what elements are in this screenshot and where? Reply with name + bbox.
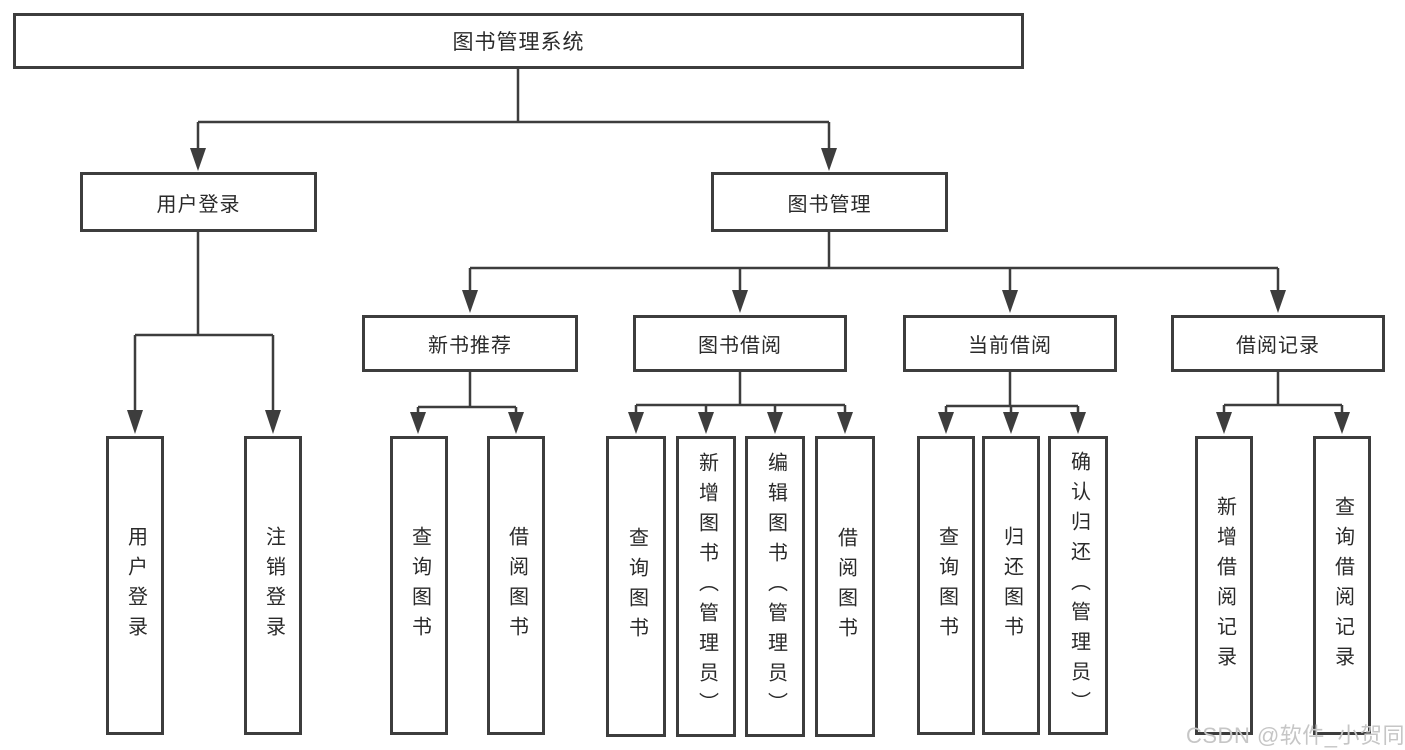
leaf-newbook-borrow-books: 借阅图书 — [487, 436, 545, 735]
node-current-borrowing: 当前借阅 — [903, 315, 1117, 372]
csdn-watermark: CSDN @软件_小贺同学 — [1186, 723, 1405, 748]
leaf-record-query-borrow-record: 查询借阅记录 — [1313, 436, 1371, 735]
node-book-management: 图书管理 — [711, 172, 948, 232]
node-library-system: 图书管理系统 — [13, 13, 1024, 69]
leaf-borrow-add-books-admin: 新增图书（管理员） — [676, 436, 736, 737]
node-book-borrowing: 图书借阅 — [633, 315, 847, 372]
node-new-book-recommendation: 新书推荐 — [362, 315, 578, 372]
leaf-record-add-borrow-record: 新增借阅记录 — [1195, 436, 1253, 735]
node-borrowing-records: 借阅记录 — [1171, 315, 1385, 372]
leaf-borrow-edit-books-admin: 编辑图书（管理员） — [745, 436, 805, 737]
arrowheads — [127, 148, 1350, 434]
leaf-logout: 注销登录 — [244, 436, 302, 735]
node-user-login: 用户登录 — [80, 172, 317, 232]
leaf-user-login: 用户登录 — [106, 436, 164, 735]
leaf-current-return-books: 归还图书 — [982, 436, 1040, 735]
leaf-current-confirm-return-admin: 确认归还（管理员） — [1048, 436, 1108, 735]
leaf-borrow-borrow-books: 借阅图书 — [815, 436, 875, 737]
leaf-current-query-books: 查询图书 — [917, 436, 975, 735]
leaf-newbook-query-books: 查询图书 — [390, 436, 448, 735]
leaf-borrow-query-books: 查询图书 — [606, 436, 666, 737]
